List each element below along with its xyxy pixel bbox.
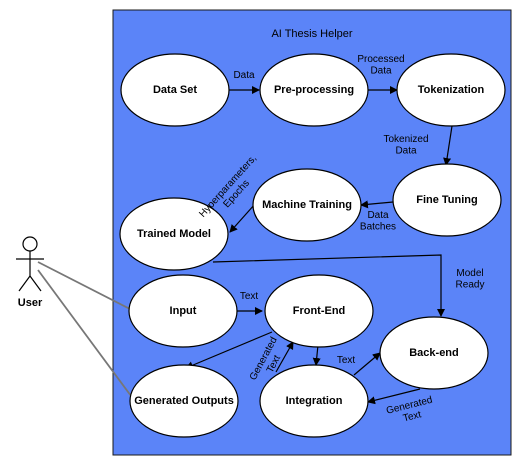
node-data-set[interactable] <box>120 53 230 127</box>
edge-model-ready <box>212 254 445 317</box>
actor-label: User <box>18 297 43 309</box>
nodes <box>119 53 506 438</box>
edge-integration-backend <box>353 352 381 376</box>
node-tokenization-label: Tokenization <box>418 84 485 96</box>
edge-frontend-generatedoutputs <box>185 331 273 369</box>
edge-label-line: Tokenized <box>383 134 428 145</box>
edge-label-line: Data <box>370 66 392 77</box>
actor-left-leg <box>18 275 31 292</box>
edge-label-line: Text <box>402 409 423 424</box>
node-fine-tuning-label: Fine Tuning <box>416 194 478 206</box>
node-data-set-label: Data Set <box>153 84 197 96</box>
edge-frontend-integration <box>312 344 321 366</box>
edge-integration-frontend <box>275 341 294 373</box>
edge-training-trainedmodel <box>229 203 256 233</box>
node-tokenization[interactable] <box>396 53 506 127</box>
edge-label-line: Ready <box>456 280 485 291</box>
system-title: AI Thesis Helper <box>271 28 352 40</box>
node-generated-outputs[interactable] <box>129 364 239 438</box>
node-generated-outputs-label: Generated Outputs <box>134 395 234 407</box>
edge-label-line: Text <box>337 355 356 366</box>
node-input-label: Input <box>170 305 197 317</box>
edge-tokenization-finetuning <box>443 125 453 166</box>
edge-label-data: Data <box>233 70 255 81</box>
actor-head <box>22 236 38 252</box>
edge-label-line: Data <box>233 70 255 81</box>
node-input[interactable] <box>128 274 238 348</box>
node-trained-model[interactable] <box>119 197 229 271</box>
actor-associations <box>37 261 135 401</box>
node-machine-training[interactable] <box>252 168 362 242</box>
edge-label-line: Text <box>240 291 259 302</box>
actor-right-leg <box>29 275 42 292</box>
node-labels: Data Set Pre-processing Tokenization Fin… <box>134 84 484 407</box>
edge-label-line: Batches <box>360 222 396 233</box>
node-fine-tuning[interactable] <box>392 163 502 237</box>
edge-backend-integration <box>367 388 421 405</box>
edge-label-line: Model <box>456 268 483 279</box>
edge-label-line: Data <box>367 210 389 221</box>
edge-label-text-integration: Text <box>337 355 356 366</box>
node-machine-training-label: Machine Training <box>262 199 352 211</box>
node-trained-model-label: Trained Model <box>137 228 211 240</box>
edge-label-line: Data <box>395 146 417 157</box>
node-integration[interactable] <box>259 364 369 438</box>
node-back-end[interactable] <box>379 316 489 390</box>
actor-user[interactable] <box>16 236 44 292</box>
edges <box>185 86 453 405</box>
node-back-end-label: Back-end <box>409 347 459 359</box>
node-preprocessing-label: Pre-processing <box>274 84 354 96</box>
node-preprocessing[interactable] <box>259 53 369 127</box>
node-front-end-label: Front-End <box>293 305 346 317</box>
association-generated-outputs <box>37 269 135 401</box>
edge-label-line: Processed <box>357 54 404 65</box>
association-input <box>37 261 133 311</box>
node-integration-label: Integration <box>286 395 343 407</box>
edge-label-text-input: Text <box>240 291 259 302</box>
edge-finetuning-training <box>360 200 394 209</box>
node-front-end[interactable] <box>264 274 374 348</box>
